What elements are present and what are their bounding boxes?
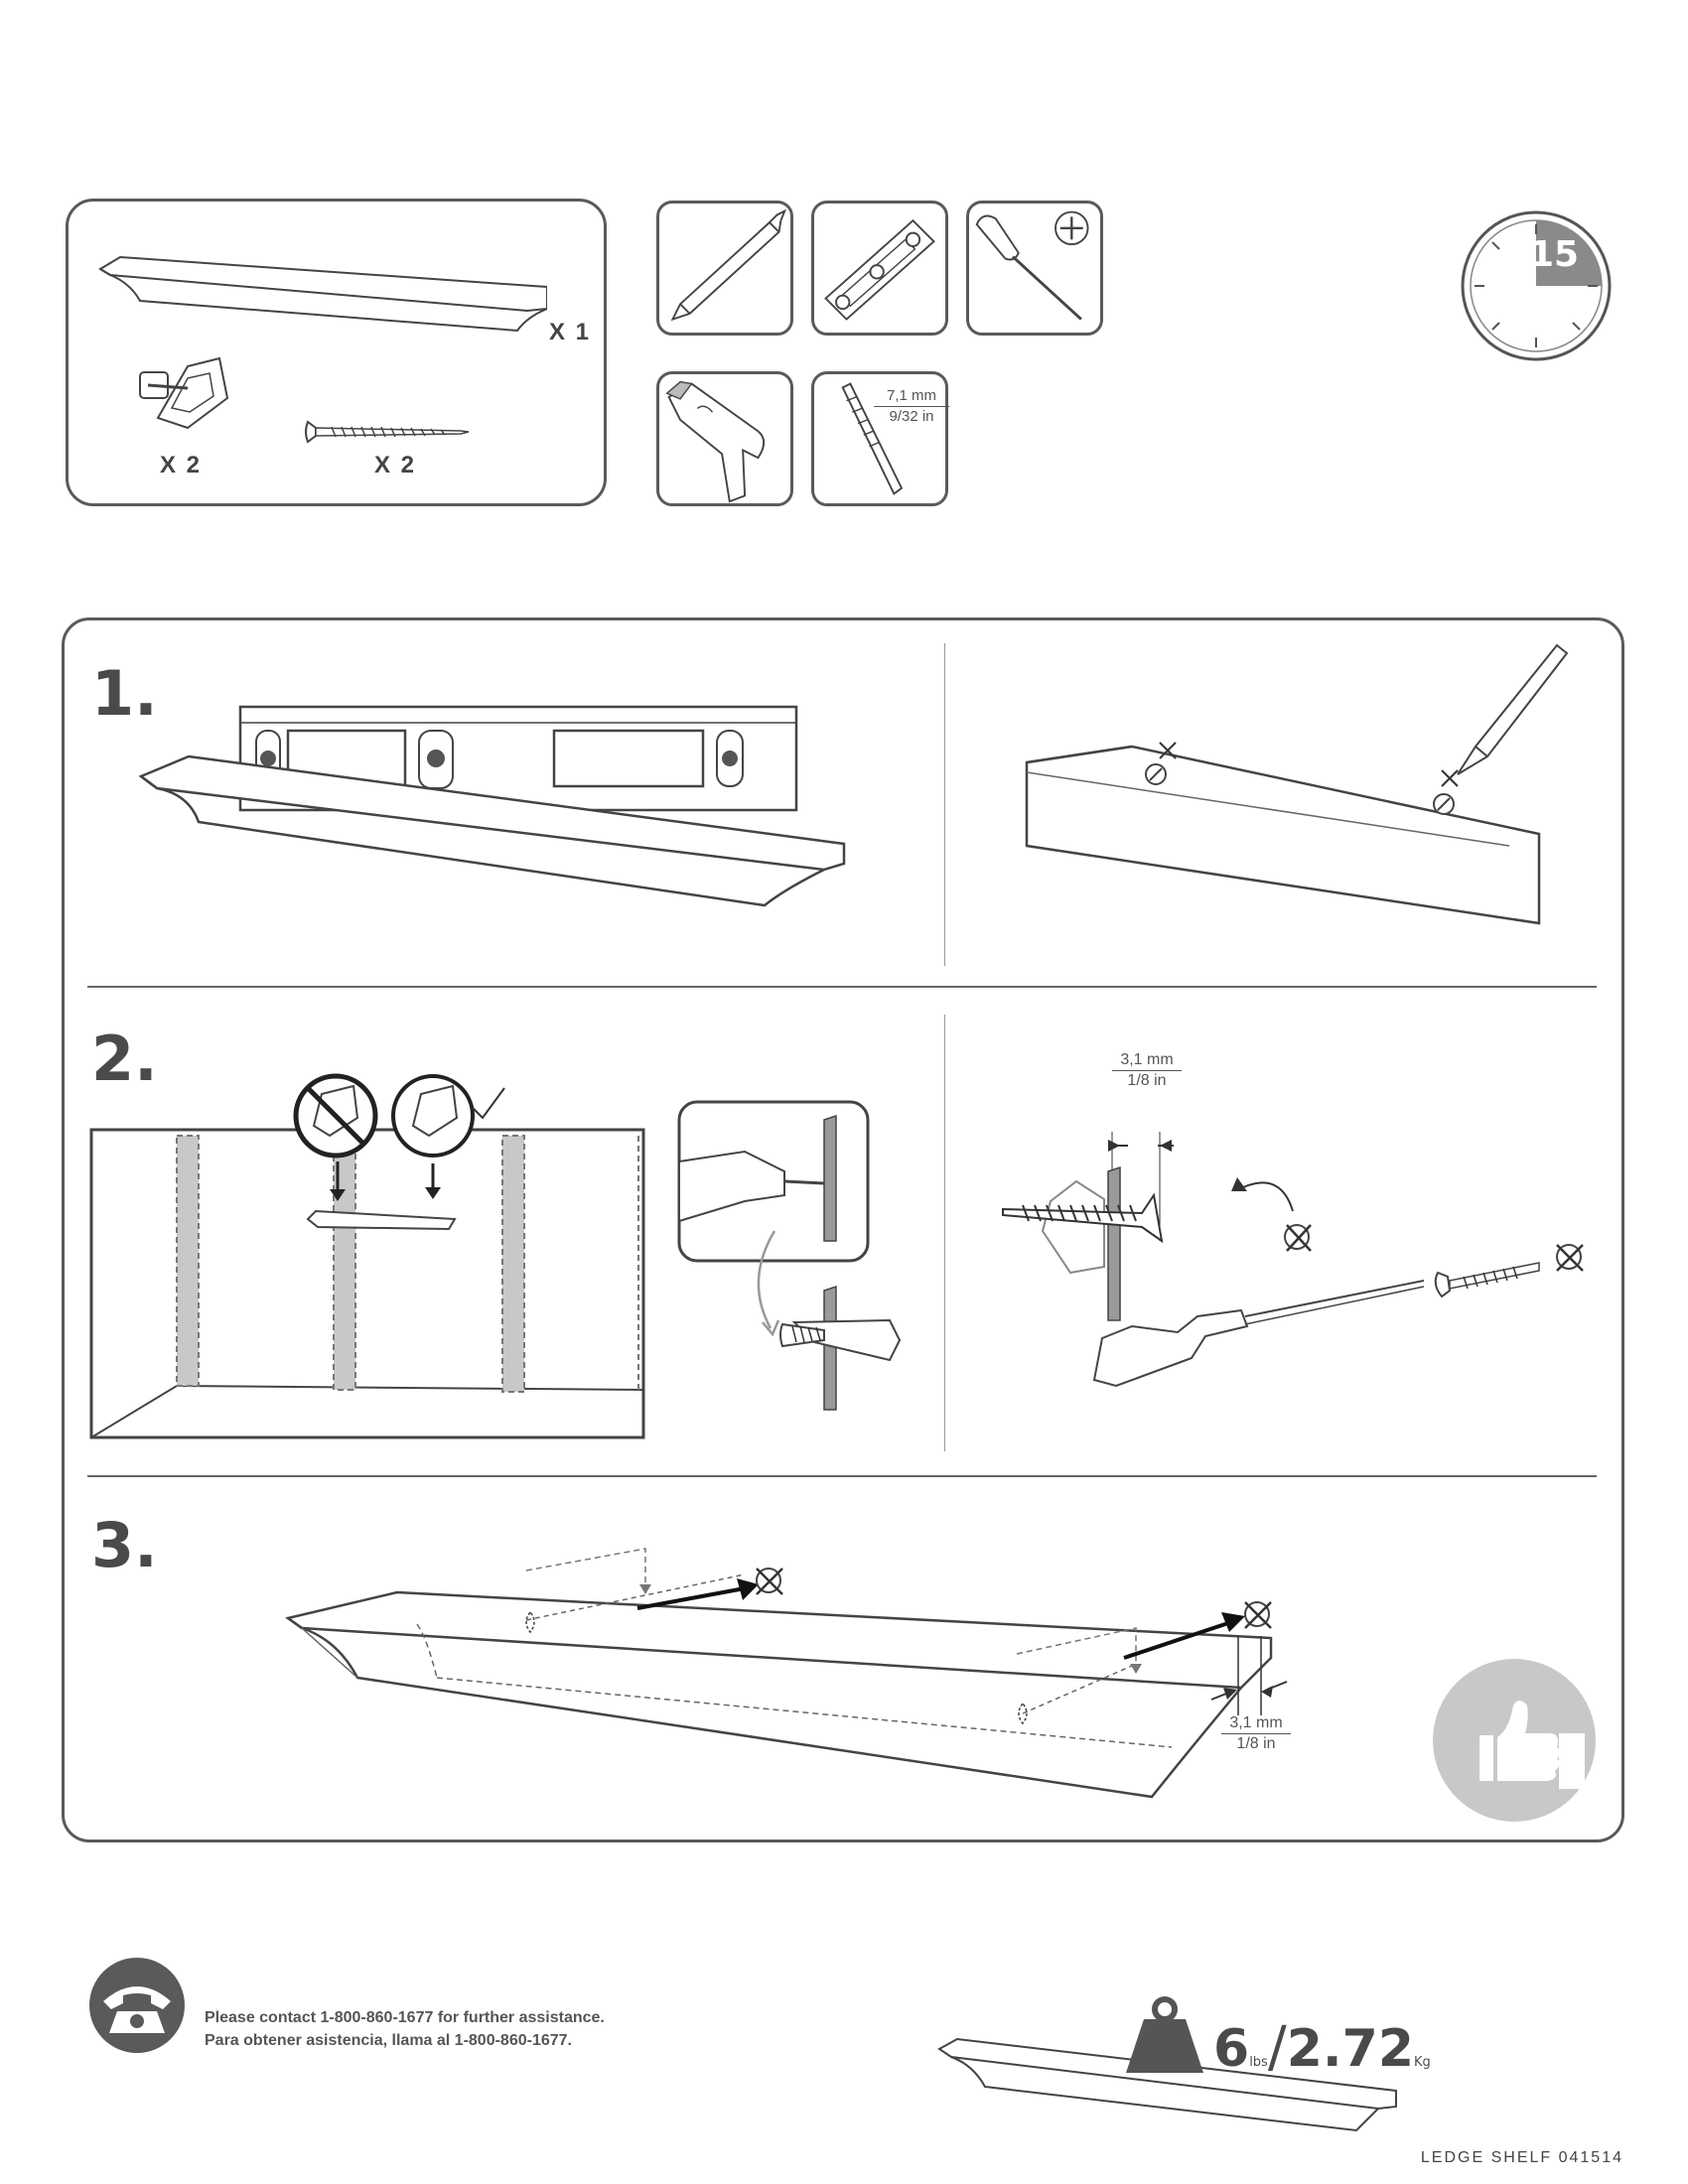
step3-hang-shelf-illustration: [285, 1548, 1288, 1799]
divider-vertical-step1: [944, 643, 945, 966]
step1-mark-holes-illustration: [1025, 643, 1569, 925]
shelf-quantity: X 1: [549, 319, 592, 345]
phillips-screwdriver-icon: [975, 210, 1089, 321]
step2-drill-inset-illustration: [677, 1100, 902, 1411]
weight-lbs-value: 6: [1213, 2019, 1250, 2079]
gap-dimension-in: 1/8 in: [1127, 1072, 1167, 1089]
divider-step2-step3: [87, 1475, 1597, 1477]
weight-kg-value: 2.72: [1286, 2019, 1415, 2079]
weight-capacity: 6lbs/2.72Kg: [1213, 2015, 1431, 2080]
step3-gap-dimension-mm: 3,1 mm: [1221, 1713, 1291, 1734]
level-tool-box: [811, 201, 948, 336]
screw-part-icon: [305, 420, 470, 444]
screw-quantity: X 2: [374, 452, 417, 478]
pencil-tool-box: [656, 201, 793, 336]
weight-icon: [1126, 1996, 1203, 2073]
drill-tool-box: [656, 371, 793, 506]
screwdriver-tool-box: [966, 201, 1103, 336]
step-3-number: 3.: [91, 1509, 158, 1581]
drill-bit-size-in: 9/32 in: [889, 408, 934, 425]
document-code: LEDGE SHELF 041514: [1420, 2149, 1623, 2166]
drill-icon: [665, 380, 766, 503]
drill-bit-size-mm: 7,1 mm: [874, 386, 949, 407]
weight-kg-unit: Kg: [1414, 2055, 1431, 2070]
drill-bit-tool-box: 7,1 mm 9/32 in: [811, 371, 949, 506]
step-2-number: 2.: [91, 1023, 158, 1095]
step2-screw-into-anchor-illustration: [1002, 1132, 1584, 1388]
pencil-icon: [670, 208, 787, 322]
contact-text-english: Please contact 1-800-860-1677 for furthe…: [205, 2009, 605, 2026]
divider-step1-step2: [87, 986, 1597, 988]
weight-lbs-unit: lbs: [1249, 2055, 1268, 2070]
telephone-icon: [89, 1958, 185, 2053]
weight-shelf-illustration: [937, 2037, 1397, 2132]
divider-vertical-step2: [944, 1015, 945, 1451]
gap-dimension-mm: 3,1 mm: [1112, 1050, 1182, 1071]
shelf-part-illustration: [98, 255, 547, 333]
level-icon: [824, 218, 935, 321]
timer-minutes: 15: [1529, 234, 1580, 275]
contact-text-spanish: Para obtener asistencia, llama al 1-800-…: [205, 2032, 572, 2049]
timer-clock-icon: [1461, 210, 1612, 361]
step2-wall-studs-illustration: [89, 1073, 645, 1439]
parts-box: X 1 X 2 X 2: [66, 199, 607, 506]
step1-level-on-shelf-illustration: [138, 705, 846, 907]
drill-bit-icon: [841, 382, 904, 495]
wall-anchor-part-icon: [139, 356, 229, 430]
thumbs-up-icon: [1433, 1659, 1596, 1822]
anchor-quantity: X 2: [160, 452, 203, 478]
step3-gap-dimension-in: 1/8 in: [1236, 1735, 1276, 1752]
step-1-number: 1.: [91, 657, 158, 730]
